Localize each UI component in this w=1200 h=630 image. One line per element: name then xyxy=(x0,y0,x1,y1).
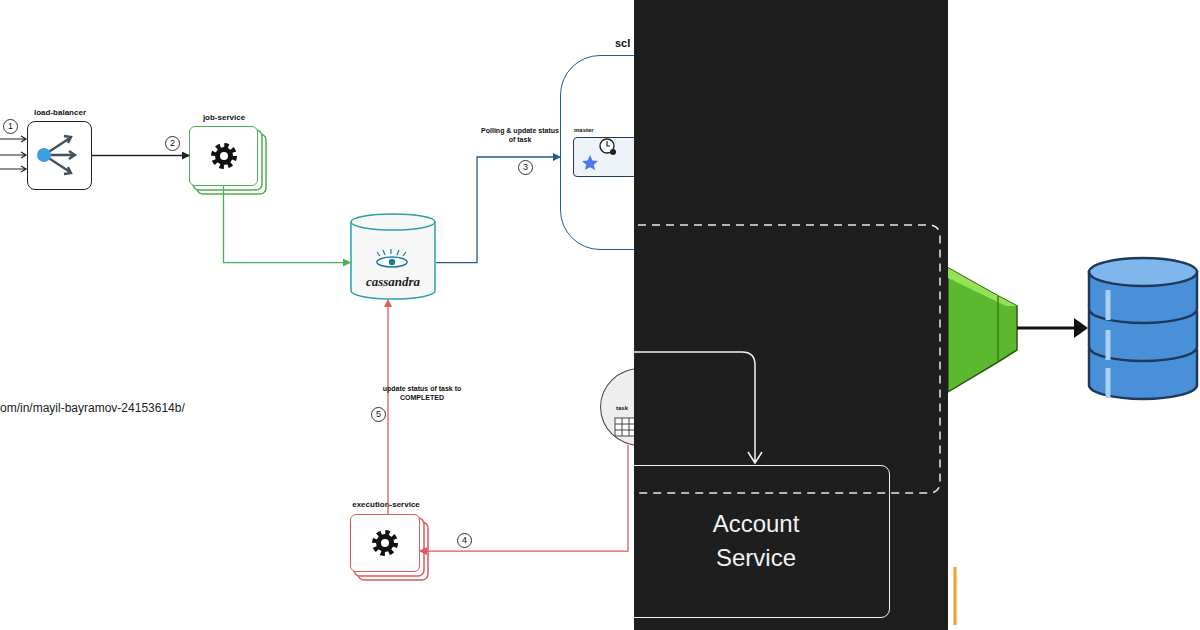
table-outline xyxy=(615,418,634,436)
input-arrow xyxy=(0,166,26,172)
block-highlight xyxy=(948,268,1017,306)
dot-glyph xyxy=(37,148,51,162)
icon-layer xyxy=(0,0,634,630)
right-panel xyxy=(948,0,1200,630)
cassandra-eye xyxy=(377,249,407,267)
block-edge xyxy=(997,296,999,362)
gear-body xyxy=(215,147,233,165)
left-panel: load-balancerjob-servicesclmastercassand… xyxy=(0,0,634,630)
load-balancer-box: load-balancer xyxy=(27,121,92,190)
service-box: job-service xyxy=(189,126,258,186)
clock-face xyxy=(600,139,614,153)
edge-label: update status of task to COMPLETED xyxy=(372,384,472,402)
callout-number: 4 xyxy=(457,533,472,548)
clock-gear xyxy=(610,149,616,155)
arrow-head xyxy=(1074,318,1088,338)
connector xyxy=(92,155,189,156)
star-icon xyxy=(582,155,598,170)
database-cylinder: cassandra xyxy=(350,213,436,300)
db-shine xyxy=(1106,290,1111,398)
table-icon xyxy=(615,418,634,436)
clock-icon xyxy=(600,139,616,155)
gear-hole xyxy=(381,539,389,547)
table-grid xyxy=(615,418,634,436)
node-label: load-balancer xyxy=(10,108,110,117)
service-box: execution-service xyxy=(350,514,420,572)
input-arrows xyxy=(0,136,26,172)
middle-panel: Account Service xyxy=(634,0,948,630)
callout-number: 3 xyxy=(518,160,533,175)
flow-arrow xyxy=(634,352,762,463)
connector xyxy=(224,186,351,263)
gear-teeth xyxy=(214,146,234,166)
accent-line xyxy=(954,567,957,625)
load-balancer-icon xyxy=(37,136,75,174)
node-label: master xyxy=(574,127,594,133)
arrow-glyph xyxy=(44,136,75,174)
gear-icon xyxy=(375,533,395,553)
eye-outline xyxy=(377,257,407,267)
service-box: Account Service xyxy=(634,465,890,618)
task-circle: task xyxy=(600,368,634,446)
connector xyxy=(387,300,388,514)
eye-pupil xyxy=(389,259,395,265)
eye-lashes xyxy=(377,249,406,256)
gear-hole xyxy=(220,152,228,160)
gear-body xyxy=(376,534,394,552)
cylinder-rim xyxy=(351,222,435,230)
input-arrow xyxy=(0,152,26,158)
scheduler-box: sclmaster xyxy=(560,55,634,250)
block-face xyxy=(948,268,1017,392)
connector-layer xyxy=(0,0,634,630)
callout-number: 2 xyxy=(165,136,180,151)
callout-number: 1 xyxy=(3,119,18,134)
gear-icon xyxy=(214,146,234,166)
callout-number: 5 xyxy=(371,407,386,422)
connector xyxy=(420,445,628,551)
right-art xyxy=(948,0,1200,630)
input-arrow xyxy=(0,136,26,142)
node-label: task xyxy=(616,405,628,411)
background-art xyxy=(0,0,634,630)
arrow-line xyxy=(1017,327,1078,330)
watermark-text: om/in/mayil-bayramov-24153614b/ xyxy=(0,401,185,415)
node-label: execution-service xyxy=(326,500,446,509)
gear-teeth xyxy=(375,533,395,553)
clock-hands xyxy=(607,141,610,146)
connector xyxy=(436,157,560,263)
cylinder-body xyxy=(351,214,435,299)
db-top xyxy=(1089,258,1197,286)
node-label: cassandra xyxy=(350,274,436,290)
green-block xyxy=(948,268,1017,392)
node-label: Account Service xyxy=(691,507,821,575)
edge-label: Polling & update status of task xyxy=(481,126,559,144)
master-box: master xyxy=(573,137,634,177)
node-label: scl xyxy=(615,37,630,49)
database-icon xyxy=(1089,258,1197,399)
dashed-boundary xyxy=(634,225,940,493)
node-label: job-service xyxy=(174,113,274,122)
